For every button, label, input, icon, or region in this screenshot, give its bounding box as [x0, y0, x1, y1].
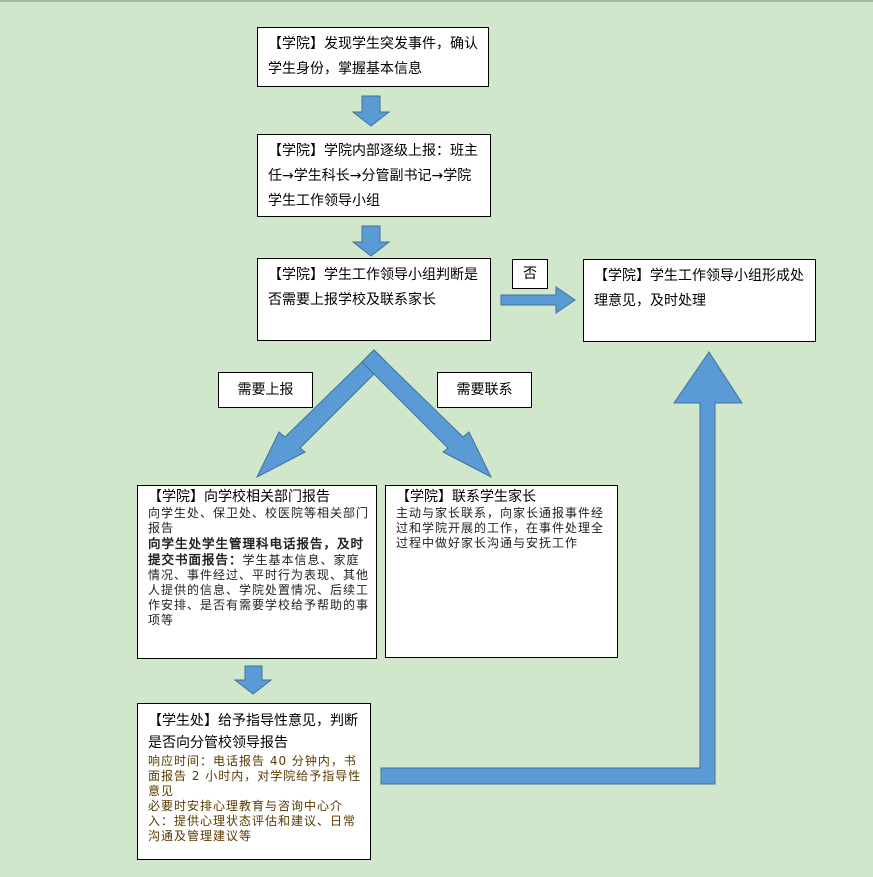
step-report-school-line1: 向学生处、保卫处、校医院等相关部门报告 — [148, 506, 370, 535]
label-need-contact-text: 需要联系 — [456, 382, 513, 398]
step-contact-parent-title: 【学院】联系学生家长 — [396, 489, 536, 505]
step-contact-parent-box: 【学院】联系学生家长 主动与家长联系，向家长通报事件经过和学院开展的工作，在事件… — [385, 485, 618, 658]
step-internal-report-box: 【学院】学院内部逐级上报：班主任→学生科长→分管副书记→学院学生工作领导小组 — [257, 134, 491, 217]
arrow-to-report — [255, 349, 387, 479]
top-border — [0, 0, 873, 2]
label-need-report: 需要上报 — [218, 372, 313, 408]
step-report-school-rest: 学生基本信息、家庭情况、事件经过、平时行为表现、其他人提供的信息、学院处置情况、… — [148, 553, 370, 627]
arrow-to-contact — [361, 349, 493, 479]
step-report-school-bold: 向学生处学生管理科电话报告，及时提交书面报告： — [148, 536, 365, 567]
step-student-office-body2: 必要时安排心理教育与咨询中心介入：提供心理状态评估和建议、日常沟通及管理建议等 — [148, 799, 357, 843]
step-student-office-body1: 响应时间：电话报告 40 分钟内，书面报告 2 小时内，对学院给予指导性意见 — [148, 754, 362, 798]
label-need-report-text: 需要上报 — [237, 382, 294, 398]
return-arrow — [380, 351, 743, 785]
step-contact-parent-body: 主动与家长联系，向家长通报事件经过和学院开展的工作，在事件处理全过程中做好家长沟… — [396, 506, 605, 550]
step-student-office-title: 【学生处】给予指导性意见，判断是否向分管校领导报告 — [148, 713, 358, 751]
step-student-office-box: 【学生处】给予指导性意见，判断是否向分管校领导报告 响应时间：电话报告 40 分… — [137, 703, 371, 860]
step-report-school-box: 【学院】向学校相关部门报告 向学生处、保卫处、校医院等相关部门报告 向学生处学生… — [137, 485, 377, 659]
step-handle-text: 【学院】学生工作领导小组形成处理意见，及时处理 — [594, 268, 804, 309]
label-need-contact: 需要联系 — [437, 372, 532, 408]
step-judge-box: 【学院】学生工作领导小组判断是否需要上报学校及联系家长 — [257, 258, 491, 341]
label-no-text: 否 — [523, 266, 537, 282]
step-internal-report-text: 【学院】学院内部逐级上报：班主任→学生科长→分管副书记→学院学生工作领导小组 — [268, 143, 478, 209]
step-judge-text: 【学院】学生工作领导小组判断是否需要上报学校及联系家长 — [268, 267, 478, 308]
down-arrow-1 — [351, 95, 391, 127]
step-discover-text: 【学院】发现学生突发事件，确认学生身份，掌握基本信息 — [268, 36, 478, 77]
right-arrow-no — [500, 286, 576, 314]
down-arrow-3 — [233, 665, 273, 695]
down-arrow-2 — [351, 225, 391, 257]
step-report-school-title: 【学院】向学校相关部门报告 — [148, 489, 330, 505]
step-discover-box: 【学院】发现学生突发事件，确认学生身份，掌握基本信息 — [257, 27, 489, 87]
label-no: 否 — [512, 259, 548, 289]
step-handle-box: 【学院】学生工作领导小组形成处理意见，及时处理 — [583, 259, 816, 342]
